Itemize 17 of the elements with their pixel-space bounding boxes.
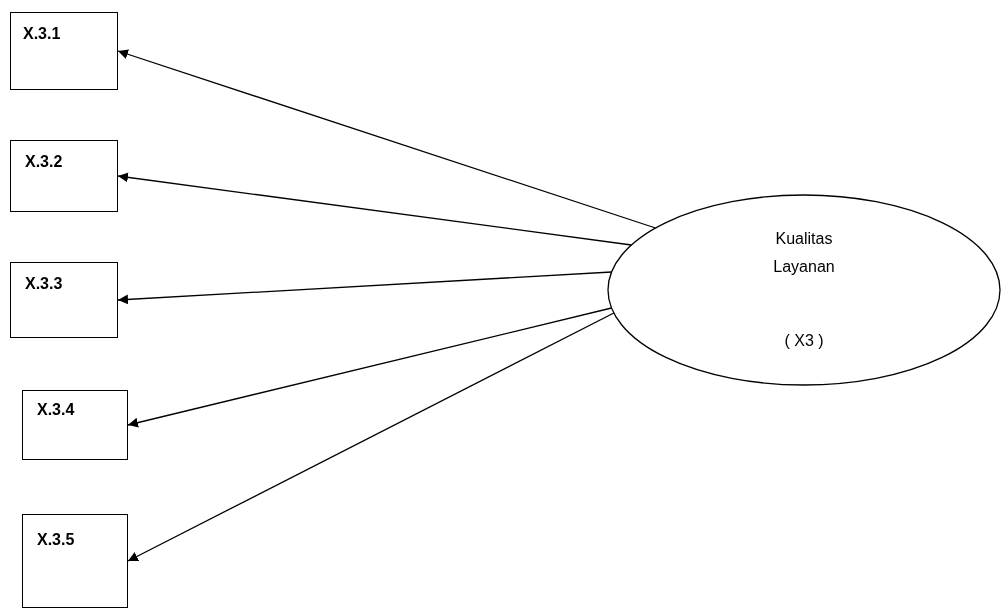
- indicator-label: X.3.2: [25, 153, 63, 171]
- indicator-box: [22, 390, 128, 460]
- indicator-label: X.3.5: [37, 531, 75, 549]
- indicator-box: [10, 140, 118, 212]
- arrow: [127, 312, 615, 562]
- indicator-label: X.3.4: [37, 401, 75, 419]
- arrow: [117, 49, 657, 229]
- arrow: [117, 172, 633, 246]
- indicator-box: [10, 12, 118, 90]
- construct-label: Kualitas Layanan: [772, 229, 836, 277]
- indicator-label: X.3.1: [23, 25, 61, 43]
- indicator-box: [10, 262, 118, 338]
- arrow: [127, 307, 613, 428]
- indicator-label: X.3.3: [25, 275, 63, 293]
- construct-code: ( X3 ): [783, 331, 825, 351]
- arrow: [117, 271, 613, 305]
- indicator-box: [22, 514, 128, 608]
